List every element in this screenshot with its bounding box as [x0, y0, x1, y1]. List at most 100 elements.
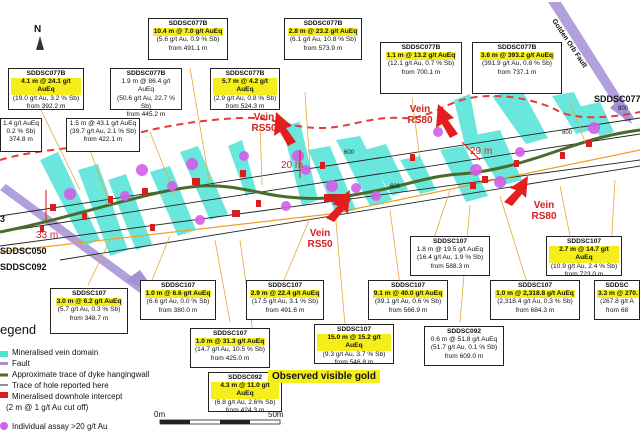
- callout-20-line-1: from 68: [605, 306, 629, 314]
- measure-33m: 33 m: [36, 230, 59, 241]
- callout-3: SDDSC077B 1.9 m @ 86.4 g/t AuEq (50.6 g/…: [110, 68, 182, 118]
- measurement-lines: [45, 141, 481, 220]
- callout-10-line-0: (6.6 g/t Au, 0.0 % Sb): [146, 298, 210, 306]
- vein-rs80-label-lower: Vein RS80: [531, 200, 557, 222]
- callout-1-line-0: (19.0 g/t Au, 3.2 % Sb): [12, 94, 80, 102]
- callout-13-line-0: (17.5 g/t Au, 3.1 % Sb): [251, 298, 319, 306]
- callout-5-hole: SDDSC077B: [225, 70, 265, 77]
- callout-20-hole: SDDSC: [605, 282, 629, 289]
- callout-2-line-0: 1.5 m @ 43.1 g/t AuEq: [69, 120, 137, 127]
- callout-14: SDDSC107 15.0 m @ 15.2 g/t AuEq (9.3 g/t…: [314, 324, 394, 366]
- callout-15: SDDSC107 9.1 m @ 40.0 g/t AuEq (39.1 g/t…: [368, 280, 448, 320]
- legend: egend Mineralised vein domain Fault Appr…: [0, 322, 175, 440]
- fault-arrow-right: [610, 96, 632, 124]
- callout-4: SDDSC077B 10.4 m @ 7.0 g/t AuEq (5.6 g/t…: [148, 18, 228, 60]
- callout-12-highlight: 4.3 m @ 11.0 g/t AuEq: [211, 382, 279, 399]
- callout-9-hole: SDDSC107: [71, 290, 107, 297]
- callout-16-line-1: (16.4 g/t Au, 1.9 % Sb): [416, 254, 484, 262]
- callout-19-highlight: 2.7 m @ 14.7 g/t AuEq: [549, 246, 619, 263]
- callout-14-highlight: 15.0 m @ 15.2 g/t AuEq: [317, 334, 391, 351]
- callout-16-line-0: 1.8 m @ 19.5 g/t AuEq: [416, 246, 484, 254]
- hole-label-sddsc077: SDDSC077: [594, 94, 640, 104]
- callout-15-line-0: (39.1 g/t Au, 0.6 % Sb): [374, 298, 442, 306]
- north-label: N: [34, 24, 42, 35]
- callout-8: SDDSC077B 3.6 m @ 393.2 g/t AuEq (391.9 …: [472, 42, 562, 94]
- callout-9: SDDSC107 3.0 m @ 6.2 g/t AuEq (5.7 g/t A…: [50, 288, 128, 334]
- legend-title: egend: [0, 322, 37, 337]
- callout-17-hole: SDDSC092: [446, 328, 482, 335]
- callout-4-highlight: 10.4 m @ 7.0 g/t AuEq: [152, 28, 224, 37]
- callout-7-highlight: 1.1 m @ 13.2 g/t AuEq: [385, 52, 457, 61]
- callout-1: SDDSC077B 4.1 m @ 24.1 g/t AuEq (19.0 g/…: [8, 68, 84, 110]
- legend-item-hole-trace: Trace of hole reported here: [12, 381, 109, 390]
- callout-20-highlight: 3.3 m @ 270.: [597, 290, 639, 299]
- intercepts: [40, 140, 592, 232]
- callout-9-line-1: from 348.7 m: [69, 314, 109, 322]
- callout-13-hole: SDDSC107: [267, 282, 303, 289]
- lower-fault: [0, 184, 150, 296]
- callout-11-hole: SDDSC107: [212, 330, 248, 337]
- visible-gold-note: Observed visible gold: [268, 370, 380, 383]
- callout-0-line-2: 374.8 m: [9, 136, 33, 144]
- legend-item-fault: Fault: [12, 359, 30, 368]
- legend-item-vein: Mineralised vein domain: [12, 348, 99, 357]
- callout-18-hole: SDDSC107: [517, 282, 553, 289]
- scale-bar: [159, 419, 281, 425]
- callout-1-hole: SDDSC077B: [26, 70, 66, 77]
- callout-10-highlight: 1.0 m @ 6.6 g/t AuEq: [144, 290, 212, 299]
- legend-item-intercept: Mineralised downhole intercept: [12, 392, 123, 401]
- callout-17: SDDSC092 0.6 m @ 51.8 g/t AuEq (51.7 g/t…: [424, 326, 504, 366]
- vein-arrows: [274, 104, 528, 222]
- callout-3-hole: SDDSC077B: [126, 70, 166, 77]
- callout-6-highlight: 2.8 m @ 23.2 g/t AuEq: [287, 28, 359, 37]
- callout-7-line-1: from 700.1 m: [401, 68, 441, 76]
- golden-orb-fault: [548, 2, 634, 122]
- callout-2: 1.5 m @ 43.1 g/t AuEq (39.7 g/t Au, 2.1 …: [66, 118, 140, 152]
- callout-8-hole: SDDSC077B: [497, 44, 537, 51]
- callout-13-highlight: 2.9 m @ 22.4 g/t AuEq: [249, 290, 321, 299]
- callout-9-highlight: 3.0 m @ 6.2 g/t AuEq: [55, 298, 123, 307]
- legend-swatches: [0, 351, 8, 430]
- scale-fifty: 50m: [268, 410, 284, 419]
- legend-item-dyke: Approximate trace of dyke hangingwall: [12, 370, 150, 379]
- callout-6-line-0: (6.1 g/t Au, 10.8 % Sb): [289, 36, 357, 44]
- dyke-trace: [0, 128, 640, 234]
- callout-20: SDDSC 3.3 m @ 270. (267.8 g/t A from 68: [594, 280, 640, 320]
- vein-rs50-label-upper: Vein RS50: [251, 112, 277, 134]
- hole-label-sddsc050: SDDSC050: [0, 246, 47, 256]
- vein-rs50-label-lower: Vein RS50: [307, 228, 333, 250]
- callout-6: SDDSC077B 2.8 m @ 23.2 g/t AuEq (6.1 g/t…: [284, 18, 362, 60]
- tick-600-b: 600: [390, 184, 401, 190]
- callout-17-line-0: 0.6 m @ 51.8 g/t AuEq: [430, 336, 498, 344]
- callout-5-line-0: (2.9 g/t Au, 0.8 % Sb): [213, 94, 277, 102]
- hole-label-sddsc092: SDDSC092: [0, 262, 47, 272]
- callout-0-line-1: 0.2 % Sb): [6, 128, 36, 136]
- callout-0-line-0: 1.4 g/t AuEq: [3, 120, 39, 127]
- callout-7-hole: SDDSC077B: [401, 44, 441, 51]
- callout-18-highlight: 1.0 m @ 2,318.8 g/t AuEq: [495, 290, 575, 299]
- callout-18-line-1: from 684.3 m: [515, 306, 555, 314]
- callout-19-hole: SDDSC107: [566, 238, 602, 245]
- callout-3-line-2: from 445.2 m: [126, 111, 166, 119]
- callout-3-line-0: 1.9 m @ 86.4 g/t AuEq: [121, 78, 171, 94]
- tick-800-b: 800: [618, 106, 629, 112]
- callout-9-line-0: (5.7 g/t Au, 0.3 % Sb): [57, 306, 121, 314]
- callout-5: SDDSC077B 5.7 m @ 4.2 g/t AuEq (2.9 g/t …: [210, 68, 280, 110]
- callout-13-line-1: from 491.6 m: [265, 306, 305, 314]
- callout-7: SDDSC077B 1.1 m @ 13.2 g/t AuEq (12.1 g/…: [380, 42, 462, 94]
- callout-4-line-0: (5.6 g/t Au, 0.9 % Sb): [156, 36, 220, 44]
- measure-20m: 20 m: [281, 160, 304, 171]
- callout-12-line-1: from 424.3 m: [225, 406, 265, 414]
- callout-16: SDDSC107 1.8 m @ 19.5 g/t AuEq (16.4 g/t…: [410, 236, 490, 276]
- callout-2-line-1: (39.7 g/t Au, 2.1 % Sb): [69, 128, 137, 136]
- callout-8-line-1: from 737.1 m: [497, 68, 537, 76]
- callout-4-hole: SDDSC077B: [168, 20, 208, 27]
- callout-1-highlight: 4.1 m @ 24.1 g/t AuEq: [11, 78, 81, 95]
- callout-18: SDDSC107 1.0 m @ 2,318.8 g/t AuEq (2,318…: [490, 280, 580, 320]
- callout-16-hole: SDDSC107: [432, 238, 468, 245]
- callout-2-line-2: from 422.1 m: [83, 136, 123, 144]
- scale-zero: 0m: [154, 410, 166, 419]
- assay-markers: [64, 122, 600, 225]
- callout-14-line-1: from 546.8 m: [334, 358, 374, 366]
